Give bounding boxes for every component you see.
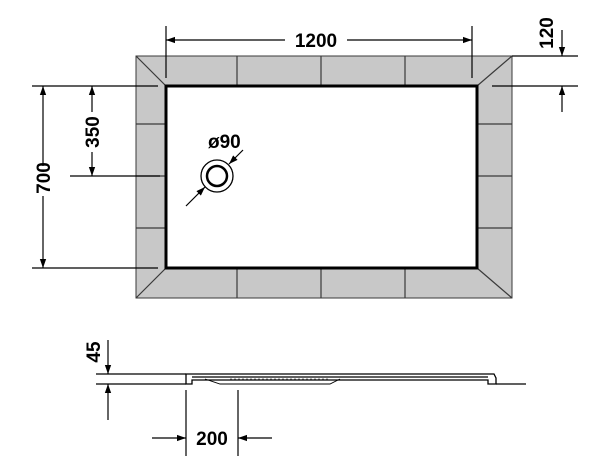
plan-view: ø90 1200 120 700 <box>32 17 578 299</box>
width-dimension: 1200 <box>165 26 473 78</box>
drain-leader-lower <box>185 186 206 207</box>
drain-diameter-label: ø90 <box>208 132 241 153</box>
tile-width-label: 120 <box>537 17 558 49</box>
drain-outlet: ø90 <box>185 132 244 207</box>
depth-dimension: 700 <box>32 85 158 269</box>
tray-profile <box>185 373 497 385</box>
width-label: 1200 <box>295 31 337 52</box>
tile-width-dimension: 120 <box>492 17 578 112</box>
tray-height-label: 45 <box>84 341 105 363</box>
side-view: 45 200 <box>84 340 526 456</box>
side-drain-offset-label: 200 <box>196 429 228 450</box>
drain-offset-label: 350 <box>83 116 104 148</box>
drain-offset-dimension: 350 <box>70 86 160 177</box>
side-drain-offset-dimension: 200 <box>152 390 272 456</box>
drain-leader-upper <box>228 149 244 165</box>
height-dimension: 45 <box>84 340 112 420</box>
depth-label: 700 <box>34 162 55 194</box>
